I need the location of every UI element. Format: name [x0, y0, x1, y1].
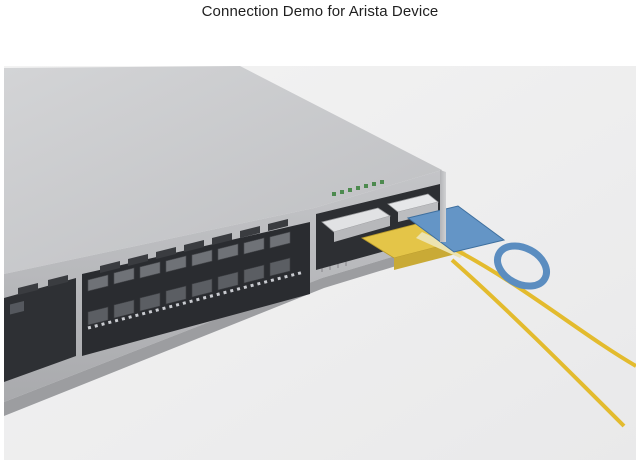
switch-top-surface	[4, 66, 442, 274]
upper-port-row	[18, 219, 288, 295]
transceiver-modules	[321, 193, 439, 242]
image-caption: Connection Demo for Arista Device	[201, 3, 439, 20]
switch-side-edge	[440, 170, 446, 242]
sfp-port-grid	[82, 222, 310, 356]
switch-illustration	[4, 66, 636, 460]
product-photo	[4, 66, 636, 460]
port-block-left	[4, 278, 76, 382]
blue-pull-tab	[406, 205, 550, 290]
status-leds	[332, 180, 384, 196]
